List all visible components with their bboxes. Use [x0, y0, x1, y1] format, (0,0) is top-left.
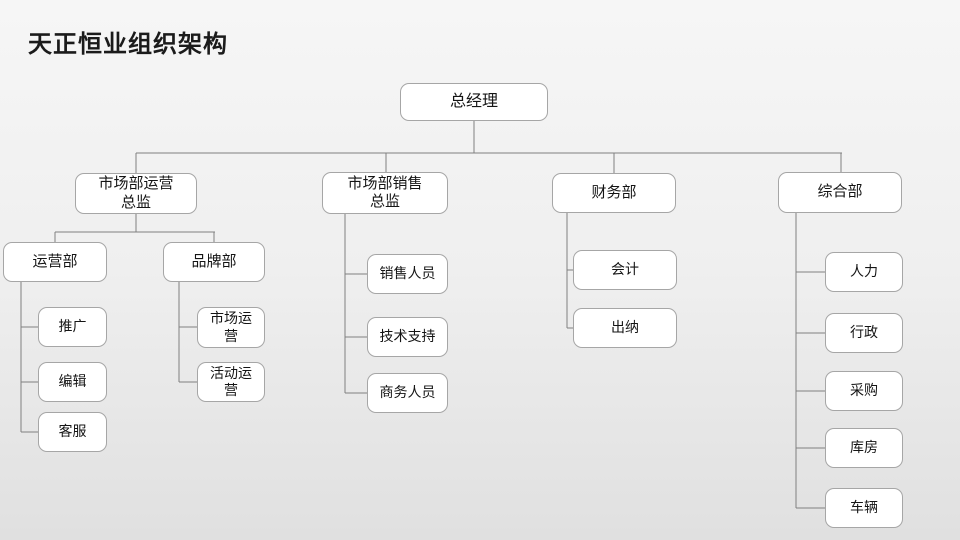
org-node-event-operation: 活动运 营: [197, 362, 265, 402]
org-node-finance-dept: 财务部: [552, 173, 676, 213]
org-node-promotion: 推广: [38, 307, 107, 347]
org-node-sales-staff: 销售人员: [367, 254, 448, 294]
org-node-procurement: 采购: [825, 371, 903, 411]
org-node-tech-support: 技术支持: [367, 317, 448, 357]
org-node-marketing-sales-director: 市场部销售 总监: [322, 172, 448, 214]
org-node-editing: 编辑: [38, 362, 107, 402]
org-node-general-manager: 总经理: [400, 83, 548, 121]
org-node-human-resources: 人力: [825, 252, 903, 292]
org-node-operations-dept: 运营部: [3, 242, 107, 282]
org-node-business-staff: 商务人员: [367, 373, 448, 413]
org-node-accounting: 会计: [573, 250, 677, 290]
org-node-administration: 行政: [825, 313, 903, 353]
org-node-cashier: 出纳: [573, 308, 677, 348]
org-node-brand-dept: 品牌部: [163, 242, 265, 282]
org-node-customer-service: 客服: [38, 412, 107, 452]
org-node-warehouse: 库房: [825, 428, 903, 468]
page-title: 天正恒业组织架构: [28, 31, 228, 58]
org-node-market-operation: 市场运 营: [197, 307, 265, 348]
org-node-vehicles: 车辆: [825, 488, 903, 528]
org-node-marketing-operations-director: 市场部运营 总监: [75, 173, 197, 214]
org-node-general-affairs-dept: 综合部: [778, 172, 902, 213]
